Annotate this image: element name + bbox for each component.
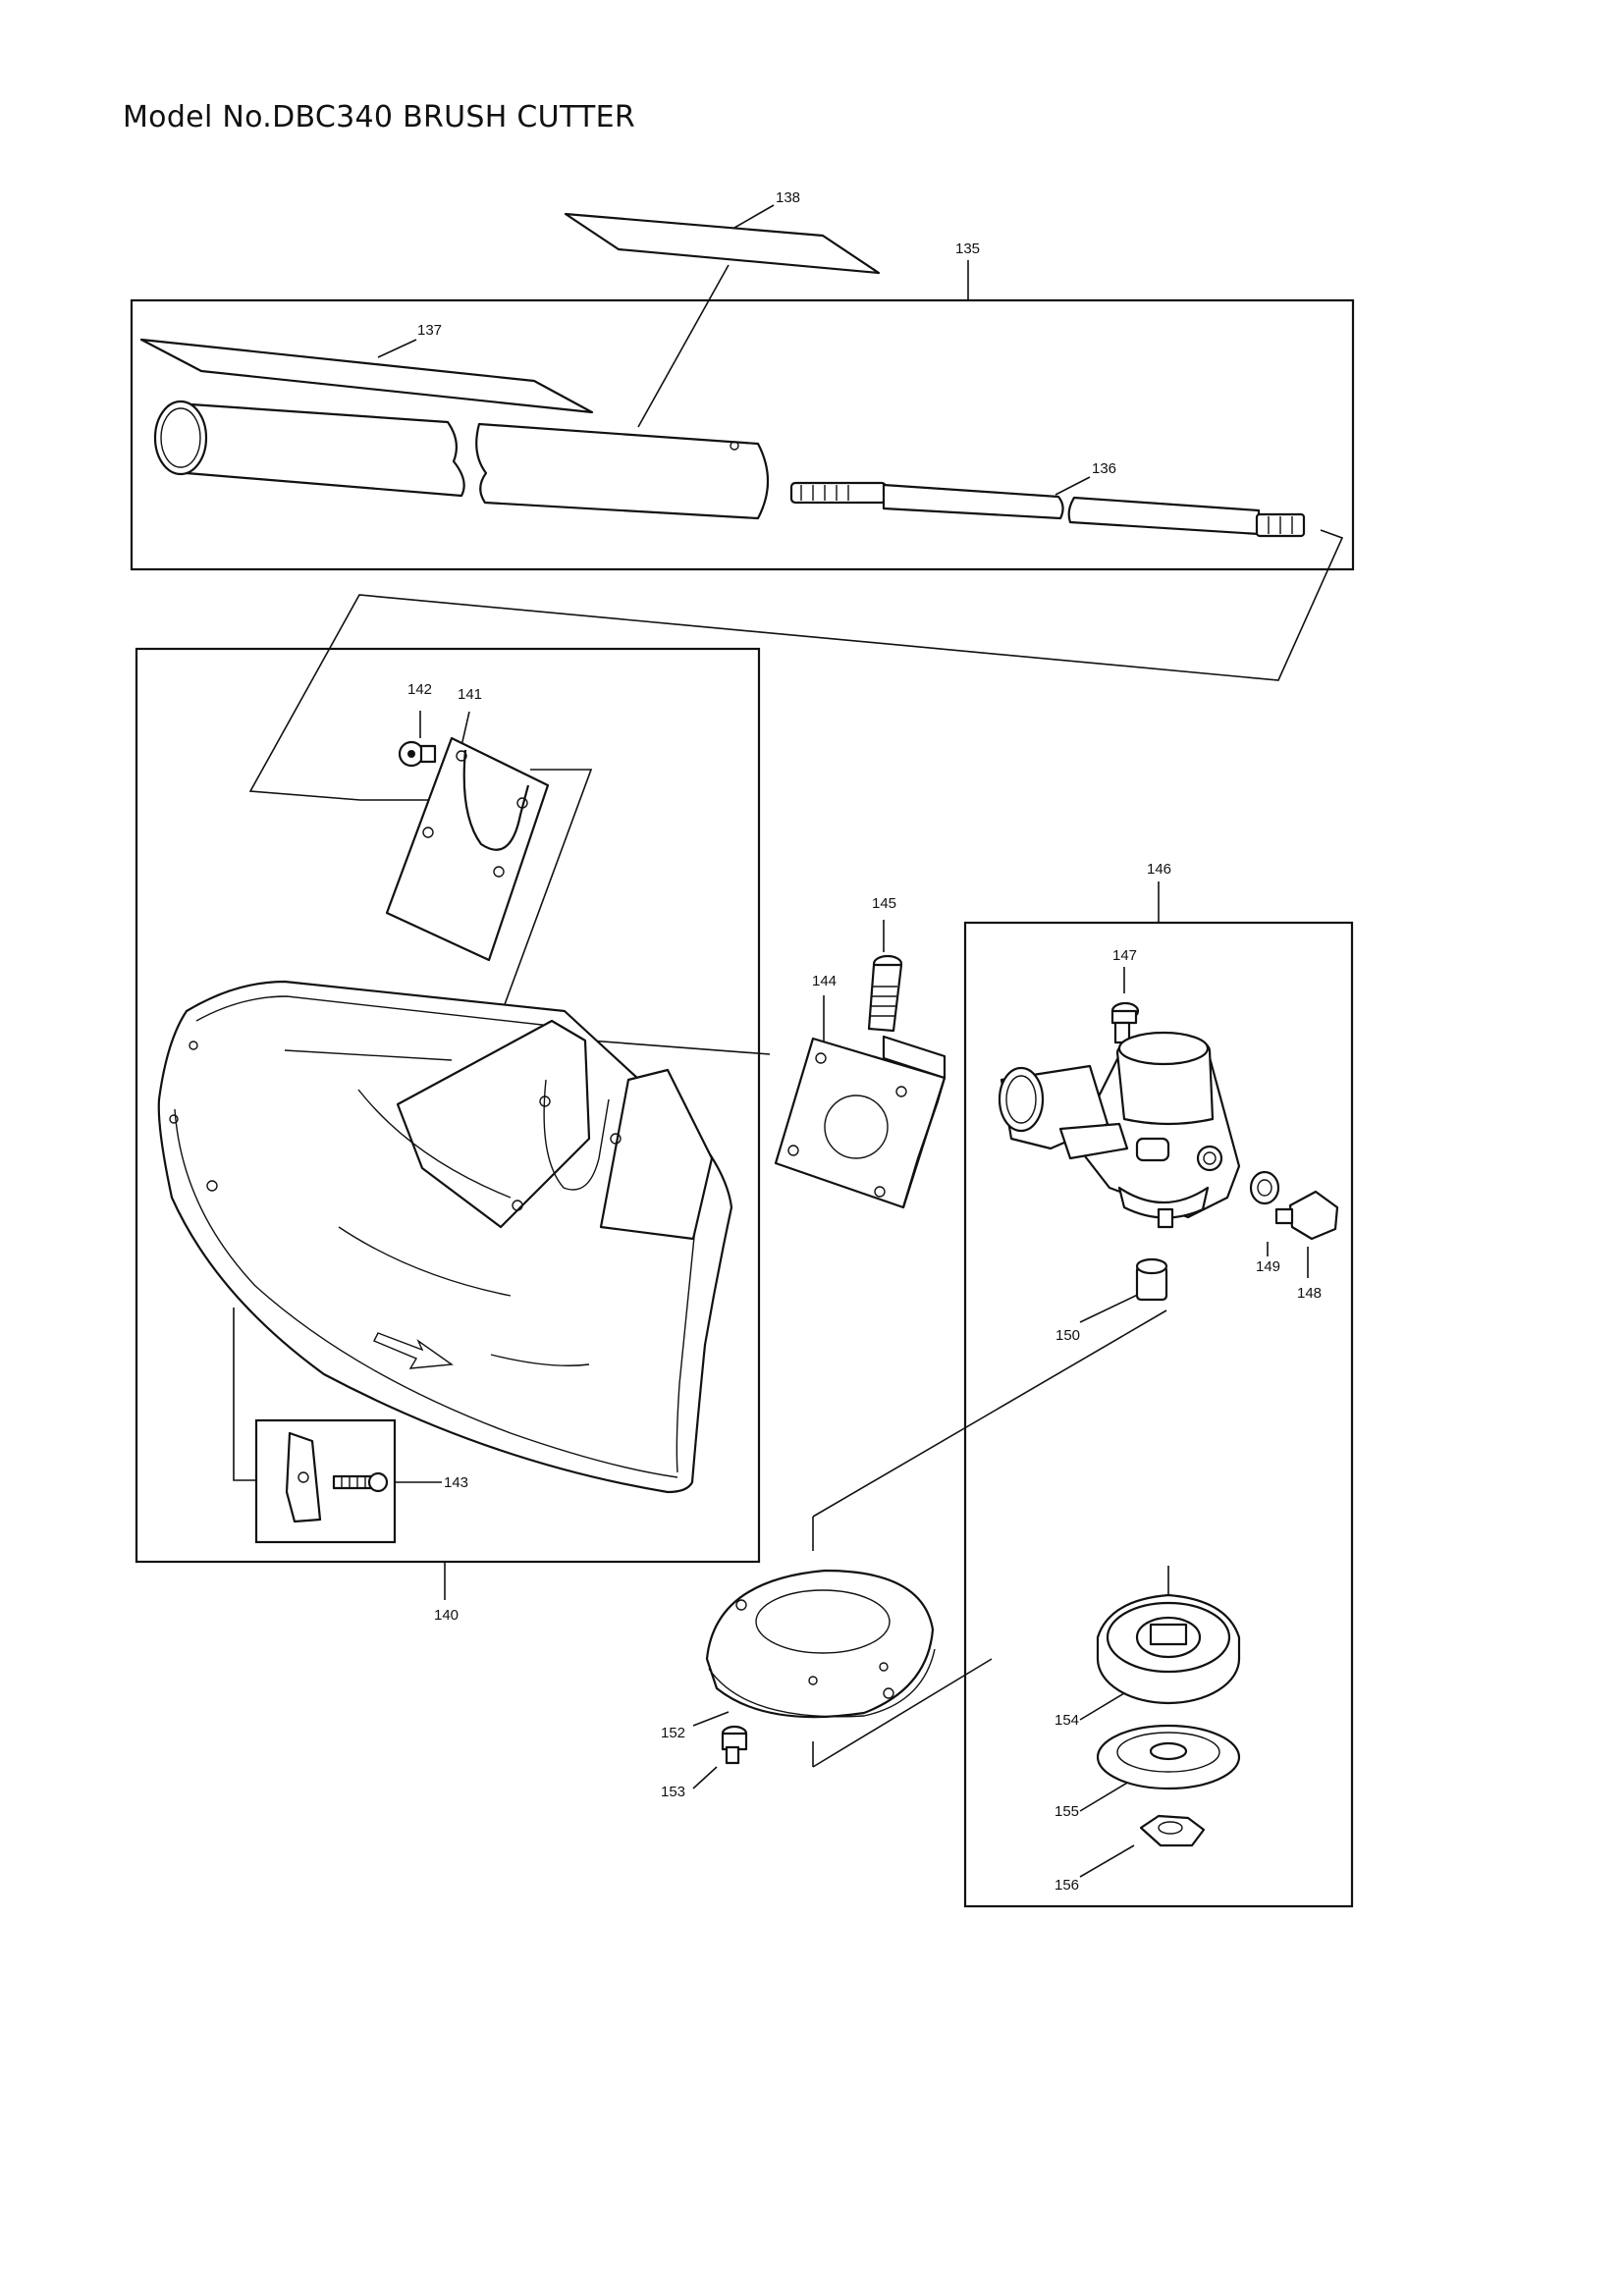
label-152: 152 [661, 1725, 685, 1741]
part-150-collar [1135, 1257, 1168, 1302]
part-146-gear-case [998, 1031, 1241, 1229]
label-150: 150 [1055, 1327, 1080, 1344]
part-154-receiving-washer [1096, 1593, 1241, 1705]
label-149: 149 [1256, 1258, 1280, 1275]
label-136: 136 [1092, 460, 1116, 477]
part-155-clamp-washer [1096, 1724, 1241, 1790]
label-155: 155 [1055, 1803, 1079, 1820]
label-146: 146 [1147, 861, 1171, 878]
label-145: 145 [872, 895, 896, 912]
label-143: 143 [444, 1474, 468, 1491]
label-135: 135 [955, 240, 980, 257]
label-140: 140 [434, 1607, 459, 1624]
part-140-protector-shroud [157, 980, 733, 1494]
part-148-plug-bolt [1274, 1190, 1339, 1241]
group-frame-143 [254, 1418, 397, 1544]
label-137: 137 [417, 322, 442, 339]
part-144-bracket [774, 1035, 947, 1209]
part-141-mounting-plate [385, 736, 550, 962]
page-title: Model No.DBC340 BRUSH CUTTER [123, 100, 636, 134]
part-number-labels: 138 135 137 136 142 141 146 145 147 144 … [407, 189, 1322, 1894]
part-152-cover [705, 1569, 936, 1719]
label-144: 144 [812, 973, 837, 989]
part-142-screw [398, 740, 437, 768]
group-frame-135 [130, 298, 1355, 571]
part-136-drive-shaft [789, 481, 1306, 538]
part-145-bolt [867, 954, 903, 1033]
assembly-lines [233, 204, 1344, 1878]
part-138-label-sticker [564, 212, 881, 275]
label-154: 154 [1055, 1712, 1079, 1729]
label-142: 142 [407, 681, 432, 698]
group-frame-140 [135, 647, 761, 1564]
part-153-screw [721, 1725, 748, 1765]
part-137-label-sticker [139, 338, 594, 414]
part-143-clip-and-screw [285, 1431, 389, 1523]
label-147: 147 [1112, 947, 1137, 964]
part-147-bolt [1110, 1001, 1140, 1044]
part-156-nut [1139, 1814, 1206, 1847]
label-156: 156 [1055, 1877, 1079, 1894]
label-138: 138 [776, 189, 800, 206]
label-141: 141 [458, 686, 482, 703]
part-149-washer [1249, 1170, 1280, 1205]
part-135-shaft-tube [153, 400, 770, 520]
label-148: 148 [1297, 1285, 1322, 1302]
label-153: 153 [661, 1784, 685, 1800]
